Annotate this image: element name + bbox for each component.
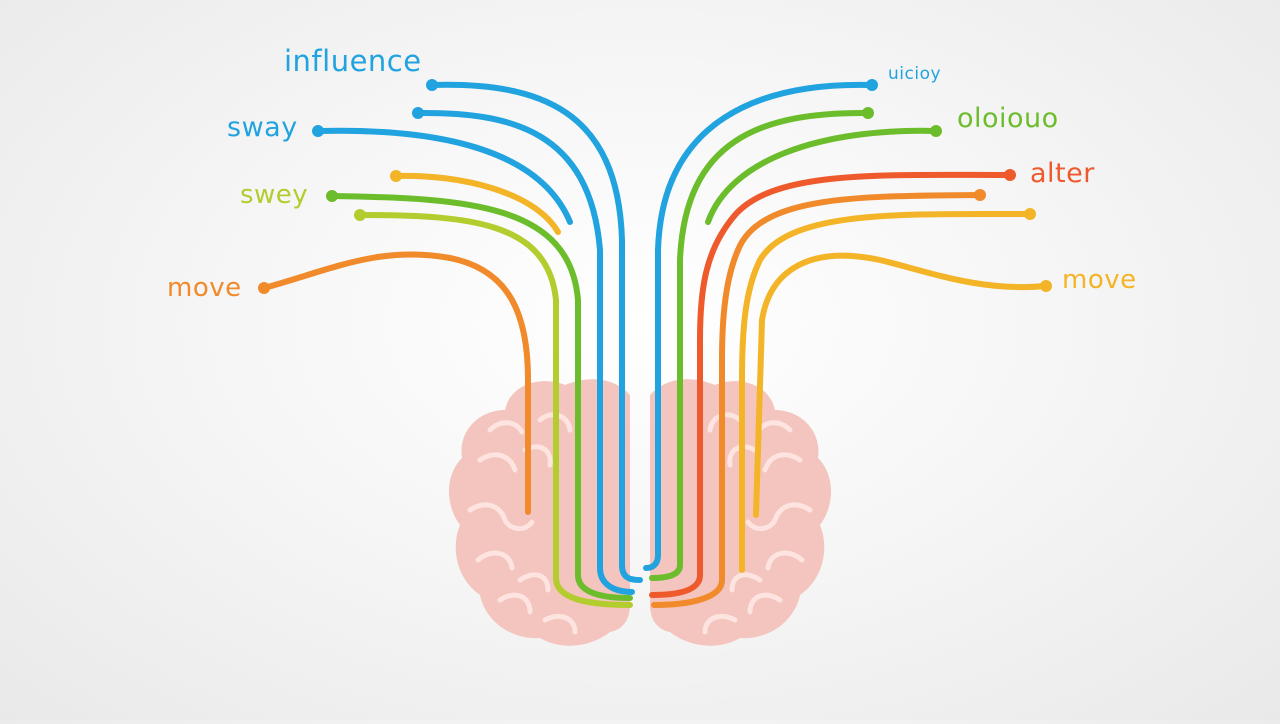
- right-lines: [643, 81, 1049, 608]
- line-left-green: [329, 193, 633, 601]
- dot-move-left: [258, 282, 270, 294]
- dot-sway: [312, 125, 324, 137]
- label-sway: sway: [227, 112, 298, 143]
- dot-swey: [326, 190, 338, 202]
- line-right-yellow-move: [753, 252, 1049, 518]
- line-left-orange: [261, 251, 531, 515]
- label-swey: swey: [240, 180, 309, 210]
- dot-move-right: [1040, 280, 1052, 292]
- line-left-blue-2: [415, 109, 635, 595]
- dot-right-green-2: [930, 125, 942, 137]
- dot-right-green-1: [862, 107, 874, 119]
- dot-alter: [1004, 169, 1016, 181]
- dot-right-orange: [974, 189, 986, 201]
- label-move-left: move: [167, 273, 242, 303]
- endpoint-dots: [258, 79, 1052, 294]
- brain-left-hemisphere: [448, 379, 630, 646]
- line-right-green-1: [649, 109, 871, 581]
- dot-right-yellow: [1024, 208, 1036, 220]
- line-left-blue-3: [315, 127, 573, 225]
- dot-influence: [426, 79, 438, 91]
- line-right-red-orange: [649, 171, 1013, 598]
- label-influence: influence: [284, 44, 422, 78]
- dot-yellow-green: [354, 209, 366, 221]
- label-green-right: oloiouo: [957, 103, 1059, 134]
- label-top-right: uicioy: [888, 64, 942, 84]
- line-left-yellow-1: [393, 172, 561, 235]
- line-left-blue-1: [429, 81, 643, 583]
- line-left-yellow-green: [357, 212, 633, 608]
- dot-blue-2: [412, 107, 424, 119]
- label-alter: alter: [1030, 158, 1095, 189]
- left-lines: [261, 81, 643, 608]
- dot-yellow-left: [390, 170, 402, 182]
- brain-icon: [448, 379, 832, 646]
- line-right-orange: [651, 192, 983, 608]
- line-right-blue: [643, 81, 875, 571]
- dot-right-blue: [866, 79, 878, 91]
- label-move-right: move: [1062, 265, 1137, 295]
- line-right-yellow: [739, 210, 1033, 573]
- line-right-green-2: [705, 127, 939, 225]
